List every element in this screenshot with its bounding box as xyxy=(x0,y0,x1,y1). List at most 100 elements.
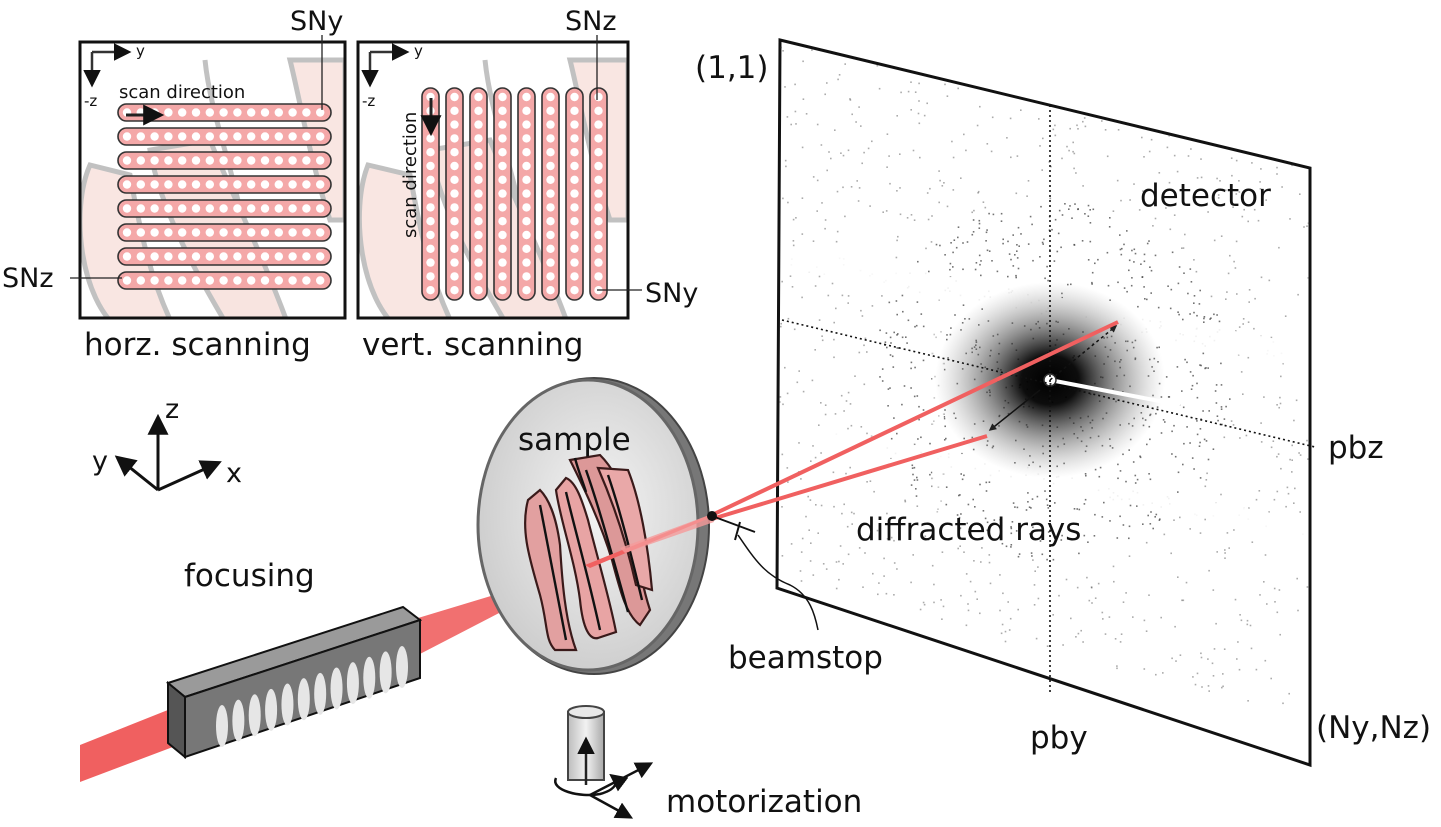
diffracted-rays-label: diffracted rays xyxy=(856,512,1081,548)
speckle xyxy=(812,176,815,178)
speckle xyxy=(896,568,898,570)
speckle xyxy=(1143,156,1145,158)
speckle xyxy=(944,254,946,256)
speckle xyxy=(1306,586,1309,588)
speckle xyxy=(1201,686,1203,688)
scan-point xyxy=(594,161,603,171)
speckle xyxy=(1114,638,1117,640)
speckle xyxy=(1152,202,1155,205)
scan-point xyxy=(594,120,603,129)
speckle xyxy=(1165,376,1168,378)
speckle xyxy=(1146,443,1148,446)
speckle xyxy=(1282,702,1284,705)
scan-point xyxy=(274,108,283,117)
speckle xyxy=(1234,267,1237,269)
speckle xyxy=(1094,262,1096,265)
speckle xyxy=(899,187,901,189)
speckle xyxy=(843,410,845,412)
speckle xyxy=(1020,109,1022,111)
speckle xyxy=(807,495,809,498)
speckle xyxy=(922,409,925,411)
speckle xyxy=(929,473,931,476)
speckle xyxy=(951,140,953,143)
speckle xyxy=(1299,193,1301,195)
speckle xyxy=(1193,259,1195,261)
speckle xyxy=(1015,274,1017,277)
speckle xyxy=(918,82,920,85)
speckle xyxy=(1193,311,1195,314)
speckle xyxy=(1238,668,1241,671)
speckle xyxy=(835,561,838,563)
speckle xyxy=(886,166,888,168)
speckle xyxy=(976,598,978,600)
speckle xyxy=(985,231,988,234)
speckle xyxy=(801,296,803,299)
scan-point xyxy=(594,244,603,253)
speckle xyxy=(1143,260,1146,263)
speckle xyxy=(1217,419,1219,422)
speckle xyxy=(897,235,899,238)
scan-point xyxy=(150,204,159,213)
scan-point xyxy=(594,217,603,226)
speckle xyxy=(986,249,989,252)
speckle xyxy=(1008,629,1011,631)
scan-point xyxy=(522,258,531,267)
speckle xyxy=(1082,641,1084,643)
speckle xyxy=(781,506,783,508)
speckle xyxy=(1272,440,1275,442)
speckle xyxy=(895,256,898,259)
speckle xyxy=(1149,478,1152,481)
speckle xyxy=(879,376,881,378)
speckle xyxy=(1089,209,1091,211)
speckle xyxy=(977,192,979,194)
speckle xyxy=(1155,513,1158,516)
scan-point xyxy=(450,203,459,212)
speckle xyxy=(962,268,964,271)
speckle xyxy=(1054,218,1057,221)
speckle xyxy=(1164,421,1166,423)
speckle xyxy=(1125,592,1127,594)
speckle xyxy=(955,246,958,249)
horizontal-scan-lines xyxy=(117,103,332,290)
speckle xyxy=(1199,441,1201,444)
speckle xyxy=(1145,541,1148,544)
speckle xyxy=(1043,238,1045,241)
speckle xyxy=(838,560,840,563)
speckle xyxy=(1141,136,1143,139)
speckle xyxy=(915,488,917,490)
speckle xyxy=(1207,211,1209,213)
speckle xyxy=(914,325,916,328)
speckle xyxy=(1017,226,1020,229)
speckle xyxy=(945,503,948,506)
speckle xyxy=(886,346,888,349)
fiber-strand xyxy=(573,457,588,493)
scan-point xyxy=(274,204,283,213)
speckle xyxy=(920,313,923,315)
speckle xyxy=(1073,167,1075,170)
speckle xyxy=(1200,656,1203,659)
speckle xyxy=(985,240,987,242)
speckle xyxy=(889,354,892,356)
speckle xyxy=(1041,241,1044,244)
speckle xyxy=(1108,226,1111,228)
speckle xyxy=(963,133,965,136)
scan-point xyxy=(546,272,555,281)
speckle xyxy=(958,494,960,497)
speckle xyxy=(861,162,863,165)
speckle xyxy=(1037,597,1040,600)
speckle xyxy=(1053,260,1056,262)
speckle xyxy=(784,159,787,162)
speckle xyxy=(1298,452,1300,454)
speckle xyxy=(1133,248,1136,251)
speckle xyxy=(816,210,818,212)
speckle xyxy=(1133,183,1135,185)
speckle xyxy=(1015,276,1017,279)
speckle xyxy=(786,467,789,469)
speckle xyxy=(1047,531,1050,533)
scan-point xyxy=(164,204,173,213)
scan-row xyxy=(117,103,332,122)
beamstop-label: beamstop xyxy=(728,640,883,676)
speckle xyxy=(953,239,956,241)
speckle xyxy=(847,302,849,304)
scan-point xyxy=(288,276,297,285)
